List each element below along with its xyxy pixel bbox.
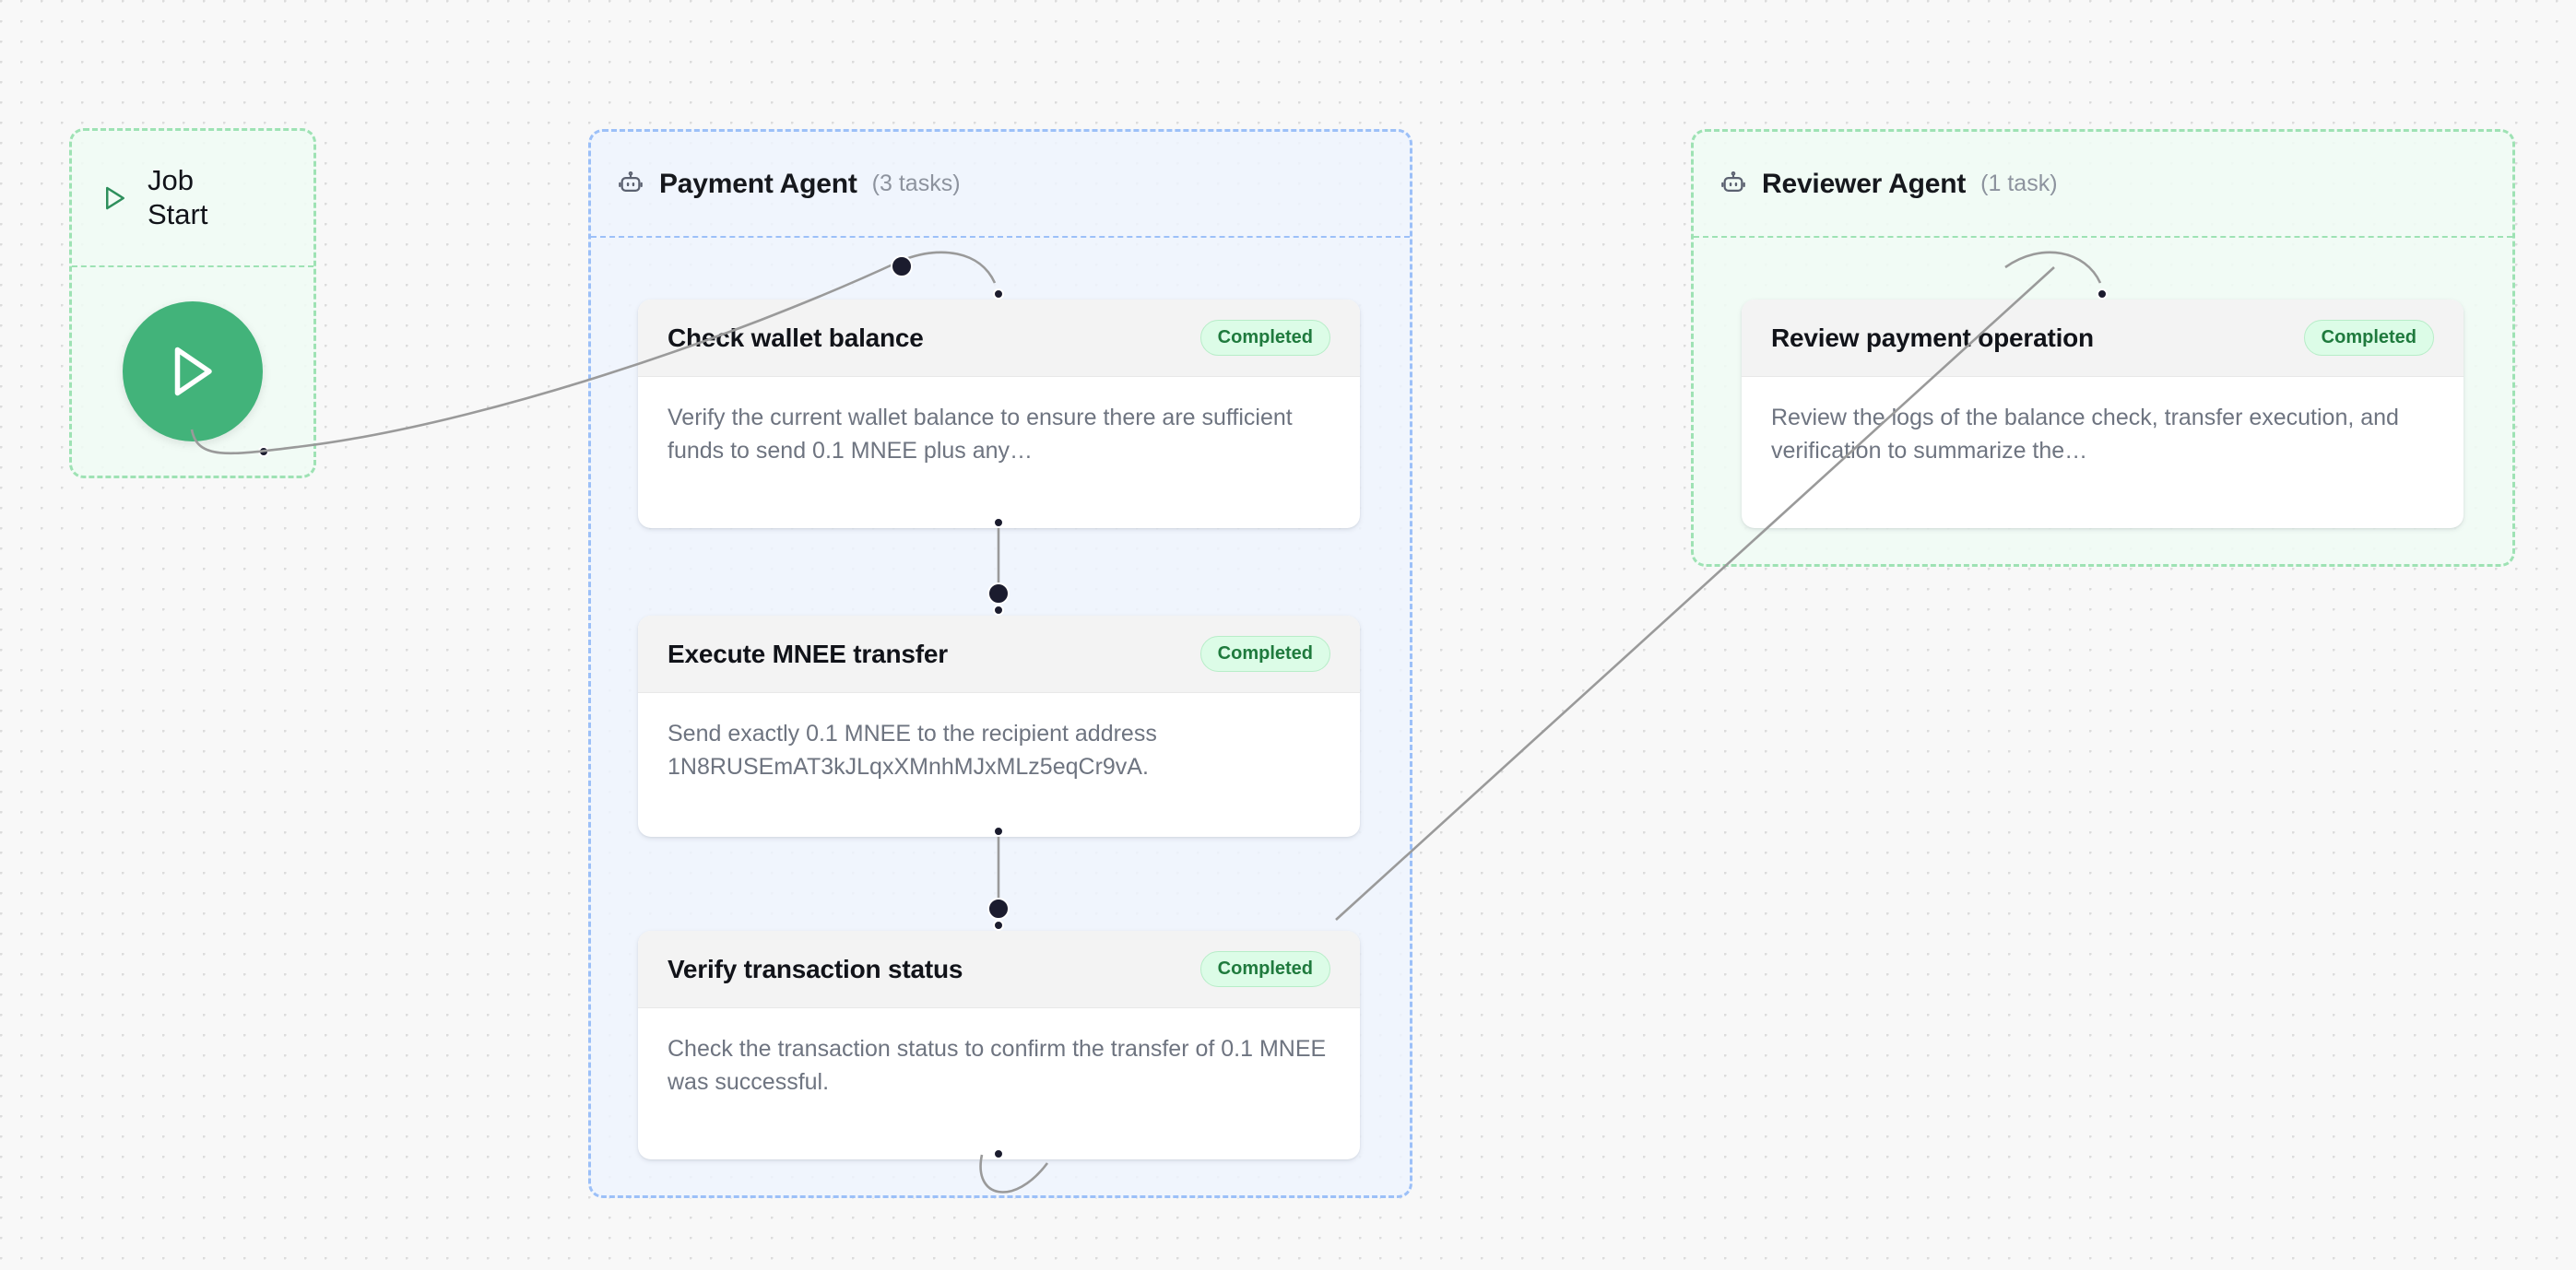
run-job-button[interactable] <box>123 301 263 441</box>
task-card-header: Execute MNEE transfer Completed <box>638 616 1360 693</box>
task-title: Execute MNEE transfer <box>668 639 948 668</box>
agent-group-task-count: (3 tasks) <box>871 171 961 196</box>
task-target-handle[interactable] <box>993 920 1004 931</box>
play-icon <box>174 347 212 396</box>
task-target-handle[interactable] <box>2097 288 2108 300</box>
edge-midpoint-handle[interactable] <box>987 582 1010 605</box>
task-card[interactable]: Execute MNEE transfer Completed Send exa… <box>638 616 1360 837</box>
task-card-body: Review the logs of the balance check, tr… <box>1742 377 2464 496</box>
status-badge: Completed <box>1199 636 1330 672</box>
task-card-body: Check the transaction status to confirm … <box>638 1008 1360 1127</box>
task-description: Verify the current wallet balance to ens… <box>668 405 1293 464</box>
task-description: Check the transaction status to confirm … <box>668 1036 1327 1096</box>
task-card-body: Send exactly 0.1 MNEE to the recipient a… <box>638 693 1360 812</box>
task-description: Review the logs of the balance check, tr… <box>1771 405 2399 464</box>
task-title: Verify transaction status <box>668 954 963 983</box>
robot-icon <box>1721 171 1745 192</box>
task-card-header: Check wallet balance Completed <box>638 300 1360 377</box>
play-triangle-icon <box>106 186 124 210</box>
task-source-handle[interactable] <box>993 517 1004 528</box>
task-card[interactable]: Check wallet balance Completed Verify th… <box>638 300 1360 528</box>
job-start-node[interactable]: Job Start <box>69 128 316 478</box>
task-source-handle[interactable] <box>993 1148 1004 1159</box>
task-description: Send exactly 0.1 MNEE to the recipient a… <box>668 721 1157 781</box>
job-start-label-line1: Job <box>148 164 194 197</box>
task-card[interactable]: Verify transaction status Completed Chec… <box>638 931 1360 1159</box>
task-card[interactable]: Review payment operation Completed Revie… <box>1742 300 2464 528</box>
task-target-handle[interactable] <box>993 605 1004 616</box>
task-target-handle[interactable] <box>993 288 1004 300</box>
job-start-source-handle[interactable] <box>258 446 269 457</box>
task-title: Review payment operation <box>1771 323 2094 352</box>
status-badge: Completed <box>2303 320 2434 356</box>
job-start-label-line2: Start <box>148 198 208 230</box>
agent-group-header: Payment Agent (3 tasks) <box>591 132 1410 238</box>
task-card-header: Verify transaction status Completed <box>638 931 1360 1008</box>
robot-icon <box>619 171 643 192</box>
edge-midpoint-handle[interactable] <box>891 255 913 277</box>
status-badge: Completed <box>1199 320 1330 356</box>
agent-group-task-count: (1 task) <box>1980 171 2058 196</box>
edge-midpoint-handle[interactable] <box>987 898 1010 920</box>
agent-group-header: Reviewer Agent (1 task) <box>1694 132 2512 238</box>
job-start-label: Job Start <box>148 164 207 231</box>
task-title: Check wallet balance <box>668 323 924 352</box>
task-source-handle[interactable] <box>993 826 1004 837</box>
agent-group-title: Reviewer Agent <box>1762 168 1967 199</box>
job-start-header: Job Start <box>72 131 313 267</box>
job-start-body <box>72 267 313 476</box>
task-card-body: Verify the current wallet balance to ens… <box>638 377 1360 496</box>
status-badge: Completed <box>1199 951 1330 987</box>
task-card-header: Review payment operation Completed <box>1742 300 2464 377</box>
agent-group-title: Payment Agent <box>659 168 857 199</box>
